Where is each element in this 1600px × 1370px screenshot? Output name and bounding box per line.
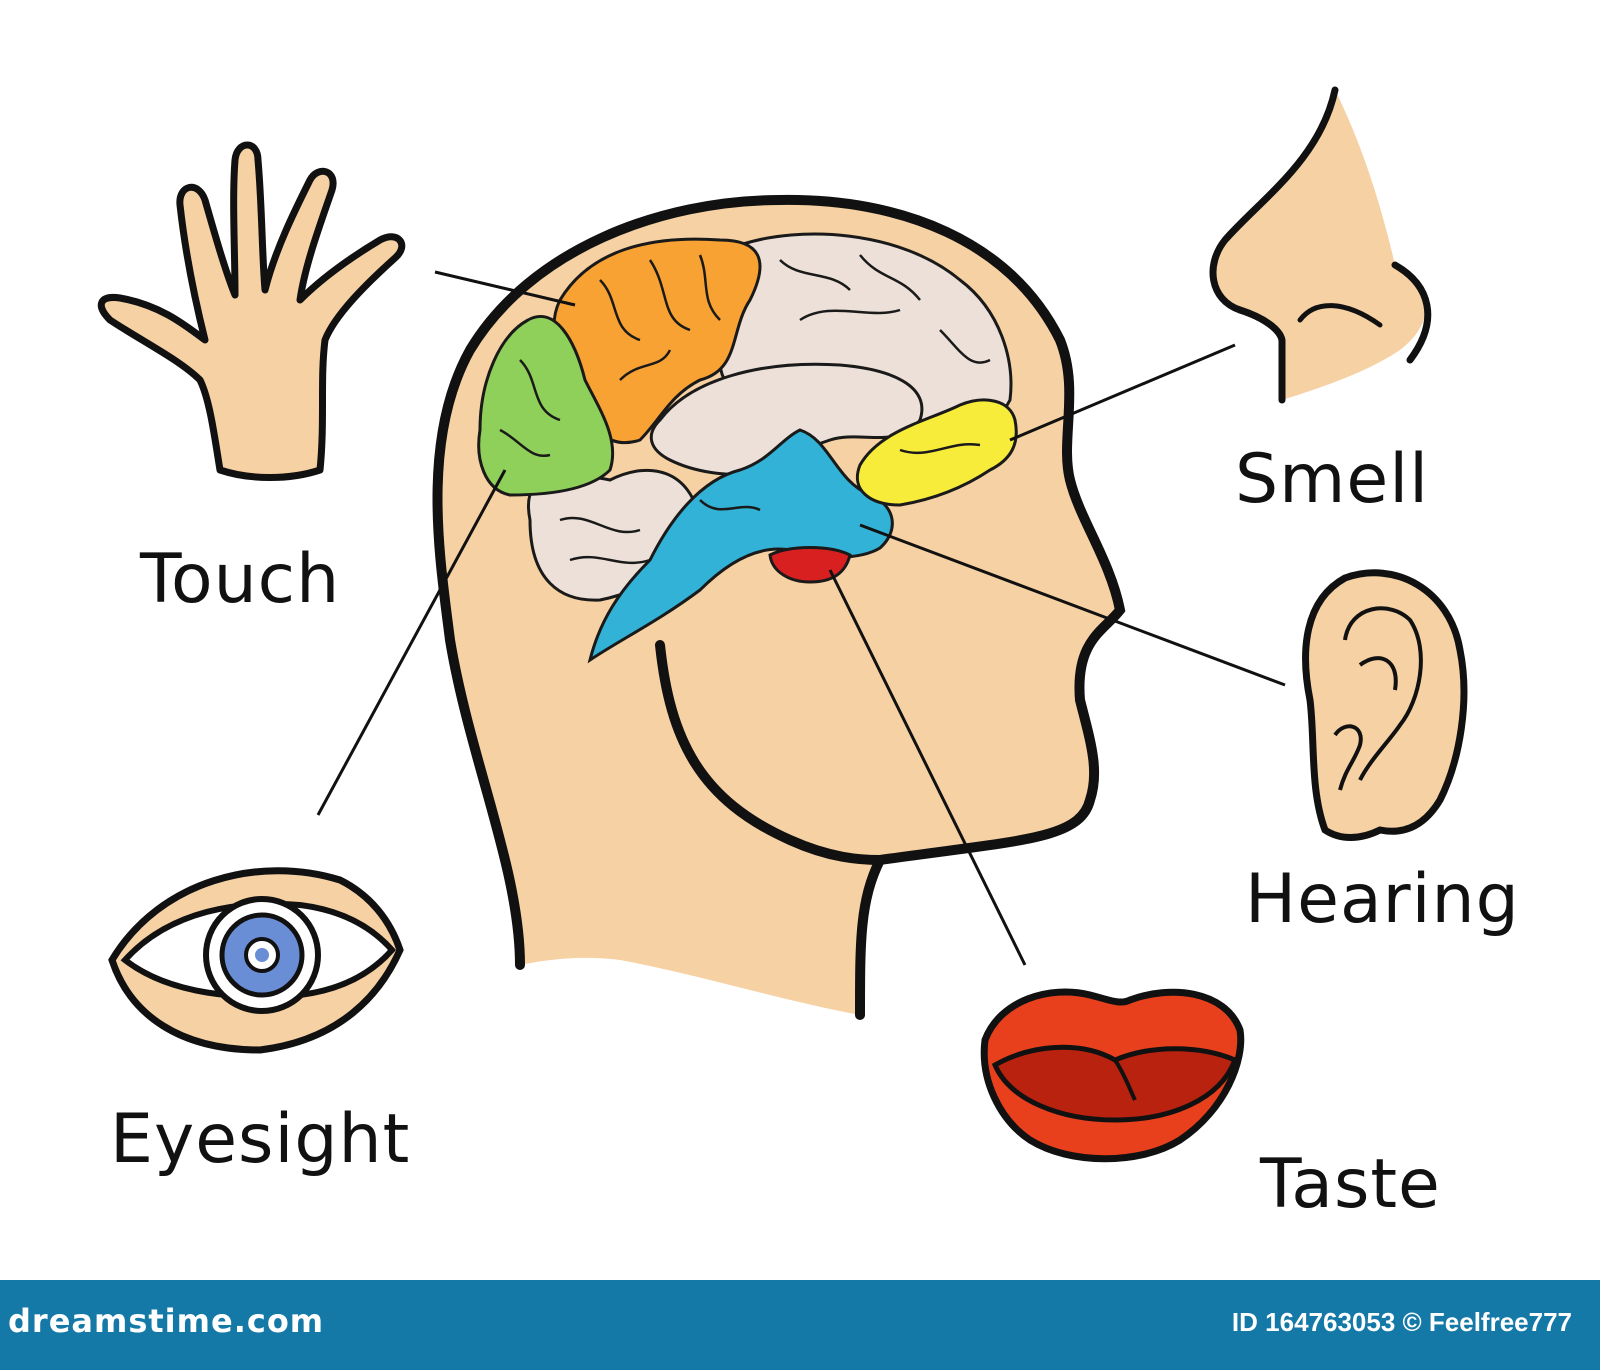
footer-logo: dreamstime.com xyxy=(8,1302,325,1340)
temporal-lobe xyxy=(587,428,894,664)
footer-credit: ID 164763053 © Feelfree777 xyxy=(1231,1307,1572,1337)
jaw-line xyxy=(655,640,885,865)
lips-icon xyxy=(980,988,1245,1163)
label-taste: Taste xyxy=(1260,1145,1441,1224)
connector-touch xyxy=(434,270,576,307)
connector-taste xyxy=(828,569,1027,966)
olfactory-region xyxy=(855,398,1018,507)
ear-icon xyxy=(1302,569,1468,841)
five-senses-diagram xyxy=(97,86,1468,1163)
label-smell: Smell xyxy=(1235,440,1430,519)
occipital-lobe xyxy=(477,315,615,497)
footer-bar: dreamstime.com ID 164763053 © Feelfree77… xyxy=(0,1280,1600,1370)
connector-lines xyxy=(316,270,1286,966)
label-touch: Touch xyxy=(140,540,341,619)
connector-smell xyxy=(1009,343,1236,442)
connector-hearing xyxy=(859,523,1286,687)
brain-folds xyxy=(499,254,991,565)
label-hearing: Hearing xyxy=(1245,860,1520,939)
central-band xyxy=(649,362,924,476)
label-eyesight: Eyesight xyxy=(110,1100,411,1179)
connector-eyesight xyxy=(316,469,507,816)
eye-icon xyxy=(108,867,404,1054)
hand-icon xyxy=(97,141,406,481)
nose-icon xyxy=(1209,86,1432,404)
brain xyxy=(477,232,1018,664)
